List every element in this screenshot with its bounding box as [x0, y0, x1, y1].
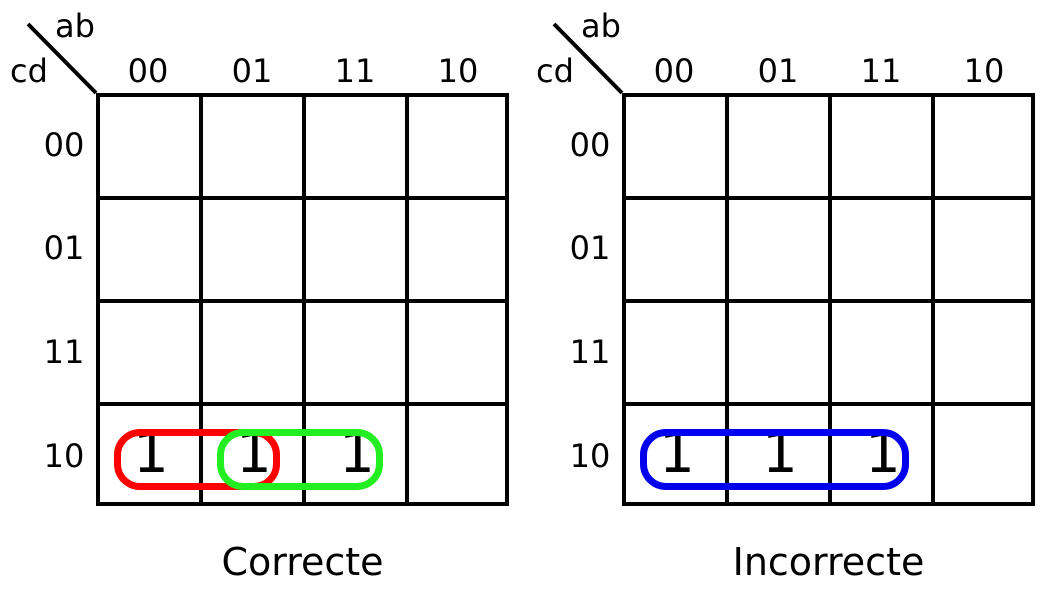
- cell-r3-c3: [934, 402, 1038, 506]
- corner-diagonal: [552, 22, 624, 95]
- column-header: 11: [334, 52, 376, 90]
- grid-lines: [96, 93, 509, 506]
- corner-label-ab: ab: [55, 7, 95, 45]
- corner-diagonal: [26, 22, 98, 95]
- caption-correct: Correcte: [221, 540, 384, 584]
- karnaugh-grid: 1 1 1: [622, 93, 1035, 506]
- column-header: 01: [231, 52, 273, 90]
- column-header: 10: [437, 52, 479, 90]
- grid-lines: [622, 93, 1035, 506]
- corner-label-ab: ab: [581, 7, 621, 45]
- row-header: 11: [569, 333, 611, 371]
- kmap-incorrect: ab cd 00 01 11 10 00 01 11 10 1 1 1 Inco…: [526, 0, 1057, 590]
- column-header: 11: [860, 52, 902, 90]
- row-header: 00: [43, 126, 85, 164]
- row-header: 00: [569, 126, 611, 164]
- karnaugh-grid: 1 1 1: [96, 93, 509, 506]
- column-header: 01: [757, 52, 799, 90]
- group-loop-1: [640, 429, 909, 490]
- group-loop-2: [217, 429, 383, 490]
- row-header: 01: [569, 229, 611, 267]
- row-header: 10: [43, 437, 85, 475]
- cell-r3-c3: [408, 402, 512, 506]
- row-header: 11: [43, 333, 85, 371]
- row-header: 10: [569, 437, 611, 475]
- caption-incorrect: Incorrecte: [732, 540, 925, 584]
- kmap-correct: ab cd 00 01 11 10 00 01 11 10 1 1 1 Corr…: [10, 7, 509, 584]
- group-loop-1: [114, 429, 280, 490]
- corner-label-cd: cd: [10, 52, 48, 90]
- column-header: 00: [127, 52, 169, 90]
- column-header: 00: [653, 52, 695, 90]
- row-header: 01: [43, 229, 85, 267]
- corner-label-cd: cd: [536, 52, 574, 90]
- column-header: 10: [963, 52, 1005, 90]
